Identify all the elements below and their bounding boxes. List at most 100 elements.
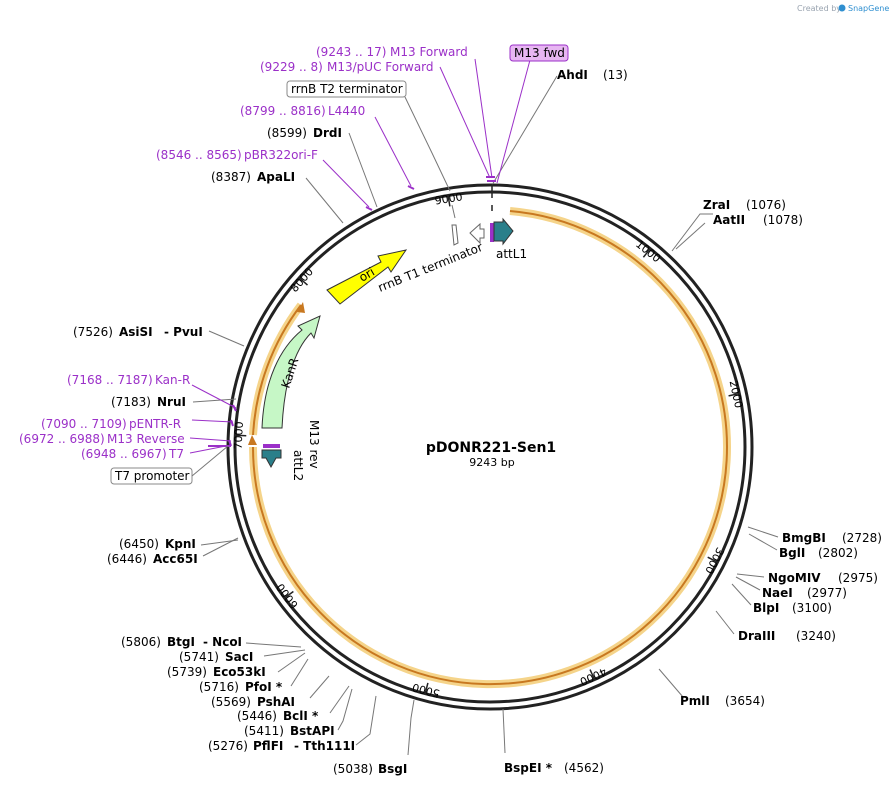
credit-brand[interactable]: SnapGene (848, 4, 889, 13)
attl1-feature[interactable] (493, 217, 514, 246)
site-name-pshai[interactable]: PshAI (257, 695, 295, 709)
ori-feature[interactable] (326, 249, 408, 305)
site-pos-btgi: (5806) (121, 635, 161, 649)
site-pos-saci: (5741) (179, 650, 219, 664)
site-pos-blpi: (3100) (792, 601, 832, 615)
m13-fwd-label: M13 fwd (514, 46, 565, 60)
site-name-zrai[interactable]: ZraI (703, 198, 730, 212)
tick-mark-1000 (642, 248, 651, 258)
ori-label: ori (357, 265, 378, 285)
site-pos-bsgi: (5038) (333, 762, 373, 776)
site-name-apali[interactable]: ApaLI (257, 170, 295, 184)
primer-name-pentr-r[interactable]: pENTR-R (129, 417, 181, 431)
site-pos-naei: (2977) (807, 586, 847, 600)
primer-range-pbr322ori-f: (8546 .. 8565) (156, 148, 242, 162)
insert-arrowhead (297, 302, 305, 313)
site-pos-bspei: (4562) (564, 761, 604, 775)
t7-leader (191, 445, 229, 477)
site-name-ahdi[interactable]: AhdI (557, 68, 588, 82)
primer-range-pentr-r: (7090 .. 7109) (41, 417, 127, 431)
primer-name-t7[interactable]: T7 (168, 447, 184, 461)
tick-mark-4000 (589, 669, 595, 679)
site-name-tth111i[interactable]: - Tth111I (294, 739, 355, 753)
kanr-feature[interactable] (261, 315, 321, 429)
primer-range-l4440: (8799 .. 8816) (240, 104, 326, 118)
plasmid-name: pDONR221-Sen1 (426, 440, 556, 456)
tick-mark-2000 (728, 393, 739, 397)
site-name-ngomiv[interactable]: NgoMIV (768, 571, 821, 585)
site-name-drdi[interactable]: DrdI (313, 126, 342, 140)
site-pos-bstapi: (5411) (244, 724, 284, 738)
primer-range-t7: (6948 .. 6967) (81, 447, 167, 461)
site-name-acc65i[interactable]: Acc65I (153, 552, 198, 566)
site-pos-pmli: (3654) (725, 694, 765, 708)
insert-arrowhead-2 (248, 435, 257, 445)
t7-promoter-label: T7 promoter (114, 469, 190, 483)
site-name-bspei[interactable]: BspEI * (504, 761, 553, 775)
primer-name-pbr322ori-f[interactable]: pBR322ori-F (244, 148, 318, 162)
insert-arc-2[interactable] (252, 304, 302, 436)
site-name-pvui[interactable]: - PvuI (164, 325, 203, 339)
site-name-kpni[interactable]: KpnI (165, 537, 196, 551)
tick-mark-9000 (447, 196, 451, 207)
site-pos-pshai: (5569) (211, 695, 251, 709)
attl2-feature[interactable] (261, 449, 282, 469)
primer-range-kan-r: (7168 .. 7187) (67, 373, 153, 387)
plasmid-length: 9243 bp (469, 456, 514, 469)
site-pos-bcli: (5446) (237, 709, 277, 723)
tick-mark-3000 (707, 556, 717, 563)
site-name-nrui[interactable]: NruI (157, 395, 186, 409)
site-pos-bmgbi: (2728) (842, 531, 882, 545)
m13-fwd-box[interactable] (509, 44, 569, 62)
rrnb-t1-arrow[interactable] (469, 222, 485, 245)
site-name-bmgbi[interactable]: BmgBI (782, 531, 826, 545)
tick-mark-5000 (424, 682, 429, 693)
site-name-naei[interactable]: NaeI (762, 586, 793, 600)
site-name-pflfi[interactable]: PflFI (253, 739, 283, 753)
tick-label-8000: 8000 (288, 265, 316, 295)
site-pos-apali: (8387) (211, 170, 251, 184)
tick-label-9000: 9000 (434, 190, 464, 207)
site-name-blpi[interactable]: BlpI (753, 601, 779, 615)
primer-range-m13-puc-forward: (9229 .. 8) (260, 60, 323, 74)
snapgene-logo-icon (838, 4, 846, 12)
site-name-bsgi[interactable]: BsgI (378, 762, 407, 776)
backbone-inner (233, 190, 747, 704)
rrnb-t2-label: rrnB T2 terminator (291, 82, 403, 96)
site-name-asisi[interactable]: AsiSI (119, 325, 153, 339)
primer-name-l4440[interactable]: L4440 (328, 104, 365, 118)
site-name-pmli[interactable]: PmlI (680, 694, 710, 708)
tick-label-2000: 2000 (727, 379, 746, 409)
tick-mark-6000 (284, 590, 294, 599)
rrnb-t2-box[interactable] (286, 80, 407, 98)
site-pos-ahdi: (13) (603, 68, 628, 82)
insert-arc[interactable] (252, 210, 728, 686)
credit-prefix: Created by (797, 4, 841, 13)
site-pos-pflfi: (5276) (208, 739, 248, 753)
attl1-label: attL1 (496, 247, 527, 261)
site-name-saci[interactable]: SacI (225, 650, 253, 664)
site-pos-pfoi: (5716) (199, 680, 239, 694)
site-name-aatii[interactable]: AatII (713, 213, 745, 227)
primer-name-m13-forward[interactable]: M13 Forward (390, 45, 468, 59)
site-name-ncoi[interactable]: - NcoI (203, 635, 242, 649)
primer-marks (208, 176, 496, 447)
site-name-bgli[interactable]: BglI (779, 546, 805, 560)
site-pos-acc65i: (6446) (107, 552, 147, 566)
site-name-bcli[interactable]: BclI * (283, 709, 319, 723)
rrnb-t2-arrow[interactable] (451, 224, 459, 246)
site-name-eco53ki[interactable]: Eco53kI (213, 665, 266, 679)
primer-name-kan-r[interactable]: Kan-R (155, 373, 190, 387)
site-name-btgi[interactable]: BtgI (167, 635, 195, 649)
site-name-pfoi[interactable]: PfoI * (245, 680, 283, 694)
site-name-draiii[interactable]: DraIII (738, 629, 775, 643)
tick-label-7000: 7000 (232, 421, 246, 450)
primer-name-m13-puc-forward[interactable]: M13/pUC Forward (327, 60, 434, 74)
site-name-bstapi[interactable]: BstAPI (290, 724, 335, 738)
attl2-label: attL2 (291, 450, 305, 481)
site-pos-aatii: (1078) (763, 213, 803, 227)
primer-range-m13-forward: (9243 .. 17) (316, 45, 386, 59)
primer-name-m13-reverse[interactable]: M13 Reverse (107, 432, 185, 446)
site-pos-asisi: (7526) (73, 325, 113, 339)
